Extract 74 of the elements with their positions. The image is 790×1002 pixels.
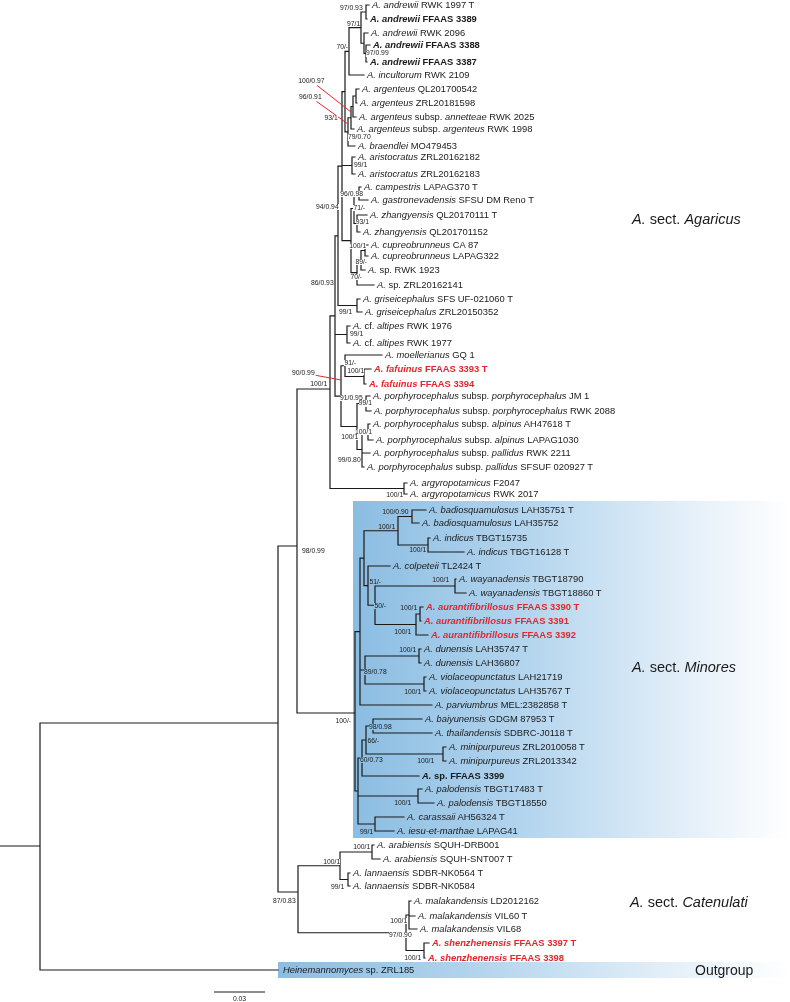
taxon-name: A. sp. ZRL20162141 — [377, 280, 463, 290]
taxon-name: A. andrewii FFAAS 3387 — [370, 57, 477, 67]
taxon-name: A. fafuinus FFAAS 3393 T — [374, 364, 488, 374]
taxon-name: A. thailandensis SDBRC-J0118 T — [435, 728, 573, 738]
taxon-name: A. badiosquamulosus LAH35752 — [422, 518, 559, 528]
taxon-name: A. campestris LAPAG370 T — [364, 182, 478, 192]
taxon-name: A. andrewii RWK 2096 — [371, 28, 466, 38]
leader-line — [315, 374, 342, 381]
leader-line — [316, 84, 352, 113]
taxon-name: A. andrewii FFAAS 3388 — [373, 40, 480, 50]
taxon-name: A. parviumbrus MEL:2382858 T — [435, 700, 568, 710]
taxon-name: A. porphyrocephalus subsp. pallidus SFSUF 020927 T — [367, 462, 594, 472]
taxon-name: A. cupreobrunneus CA 87 — [371, 240, 479, 250]
leader-line — [316, 100, 349, 125]
taxon-name: A. zhangyensis QL201701152 — [363, 227, 488, 237]
taxon-name: A. malakandensis LD2012162 — [414, 896, 540, 906]
taxon-name: A. argenteus subsp. argenteus RWK 1998 — [357, 124, 533, 134]
taxon-name: A. porphyrocephalus subsp. porphyrocephalus RWK 2088 — [374, 406, 616, 416]
taxon-name: A. gastronevadensis SFSU DM Reno T — [371, 195, 534, 205]
taxon-name: A. moellerianus GQ 1 — [385, 350, 475, 360]
taxon-name: A. aurantifibrillosus FFAAS 3390 T — [426, 602, 580, 612]
taxon-name: A. lannaensis SDBR-NK0584 — [353, 881, 475, 891]
taxon-name: A. argenteus ZRL20181598 — [360, 98, 476, 108]
taxon-name: A. griseicephalus ZRL20150352 — [365, 307, 499, 317]
taxon-name: A. incultorum RWK 2109 — [367, 70, 470, 80]
taxon-name: A. argenteus QL201700542 — [362, 84, 478, 94]
taxon-name: A. zhangyensis QL20170111 T — [370, 210, 498, 220]
taxon-name: A. fafuinus FFAAS 3394 — [369, 379, 475, 389]
taxon-name: A. indicus TBGT15735 — [433, 533, 528, 543]
taxon-name: A. dunensis LAH35747 T — [424, 644, 529, 654]
taxon-name: A. iesu-et-marthae LAPAG41 — [397, 826, 518, 836]
taxon-name: A. braendlei MO479453 — [358, 141, 458, 151]
taxon-name: A. carassaii AH56324 T — [407, 812, 505, 822]
taxon-name: A. aurantifibrillosus FFAAS 3391 — [424, 616, 569, 626]
taxon-name: A. porphyrocephalus subsp. porphyrocephalus JM 1 — [373, 391, 590, 401]
taxon-name: A. griseicephalus SFS UF-021060 T — [363, 294, 513, 304]
taxon-name: A. aristocratus ZRL20162182 — [358, 152, 480, 162]
taxon-name: A. shenzhenensis FFAAS 3397 T — [432, 938, 577, 948]
taxon-name: A. aurantifibrillosus FFAAS 3392 — [431, 630, 576, 640]
taxon-name: A. baiyunensis GDGM 87953 T — [425, 714, 555, 724]
taxon-name: A. andrewii RWK 1997 T — [372, 0, 475, 10]
taxon-name: A. palodensis TBGT17483 T — [425, 784, 543, 794]
clade-name: A. sect. Minores — [632, 658, 736, 676]
taxon-name: A. malakandensis VIL68 — [420, 924, 522, 934]
taxon-name: A. aristocratus ZRL20162183 — [358, 169, 480, 179]
taxon-name: A. andrewii FFAAS 3389 — [370, 14, 477, 24]
taxon-name: A. cupreobrunneus LAPAG322 — [371, 251, 500, 261]
taxon-name: A. colpeteii TL2424 T — [393, 561, 482, 571]
taxon-name: A. arabiensis SQUH-SNT007 T — [383, 854, 513, 864]
taxon-name: A. minipurpureus ZRL2010058 T — [449, 742, 585, 752]
taxon-name: A. argenteus subsp. annetteae RWK 2025 — [359, 112, 535, 122]
taxon-name: A. argyropotamicus F2047 — [410, 478, 520, 488]
taxon-name: A. sp. FFAAS 3399 — [422, 771, 505, 781]
taxon-name: A. minipurpureus ZRL2013342 — [449, 756, 577, 766]
taxon-name: A. violaceopunctatus LAH21719 — [429, 672, 563, 682]
clade-name: Outgroup — [695, 961, 754, 979]
taxon-name: A. wayanadensis TBGT18790 — [459, 574, 584, 584]
taxon-name: A. violaceopunctatus LAH35767 T — [429, 686, 571, 696]
taxon-name: A. porphyrocephalus subsp. alpinus AH47618 T — [373, 419, 571, 429]
clade-name: A. sect. Catenulati — [630, 893, 748, 911]
taxon-name: A. indicus TBGT16128 T — [467, 547, 570, 557]
taxon-name: A. badiosquamulosus LAH35751 T — [429, 505, 574, 515]
taxon-name: A. sp. RWK 1923 — [368, 265, 440, 275]
taxon-name: A. lannaensis SDBR-NK0564 T — [353, 868, 484, 878]
taxon-name: A. cf. altipes RWK 1976 — [353, 321, 452, 331]
taxon-name: Heinemannomyces sp. ZRL185 — [283, 965, 415, 975]
taxon-name: A. cf. altipes RWK 1977 — [353, 338, 452, 348]
taxon-name: A. porphyrocephalus subsp. pallidus RWK 2211 — [373, 448, 571, 458]
taxon-name: A. dunensis LAH36807 — [424, 658, 520, 668]
taxon-name: A. palodensis TBGT18550 — [437, 798, 547, 808]
taxon-name: A. porphyrocephalus subsp. alpinus LAPAG1030 — [376, 435, 579, 445]
taxon-name: A. wayanadensis TBGT18860 T — [469, 588, 602, 598]
clade-name: A. sect. Agaricus — [632, 210, 741, 228]
taxon-name: A. malakandensis VIL60 T — [418, 911, 528, 921]
